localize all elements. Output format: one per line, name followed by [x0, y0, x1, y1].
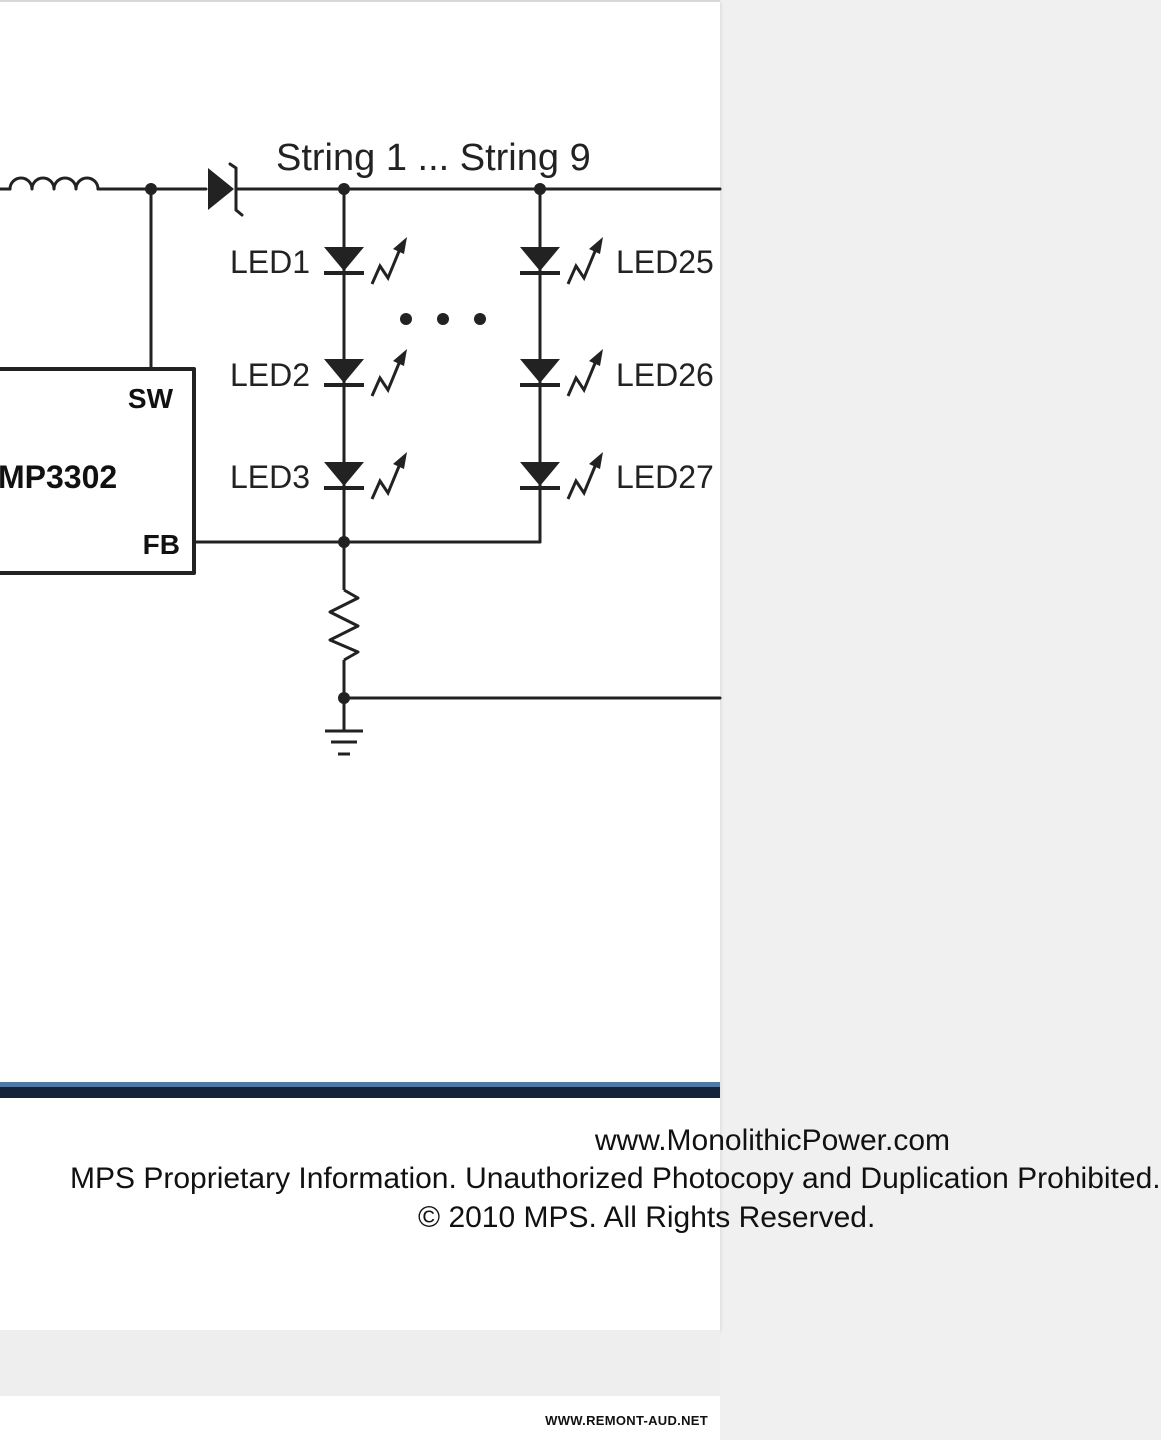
- schottky-diode-symbol: [208, 162, 244, 217]
- led-symbol: [324, 349, 407, 397]
- led-symbol: [520, 452, 603, 500]
- footer-copyright: © 2010 MPS. All Rights Reserved.: [418, 1201, 876, 1234]
- footer-website: www.MonolithicPower.com: [594, 1124, 950, 1157]
- inductor-symbol: [0, 176, 208, 191]
- document-page: String 1 ... String 9 LED1 LED2 LED3 LED…: [0, 0, 1161, 1330]
- string-range-label: String 1 ... String 9: [276, 137, 591, 179]
- resistor-symbol: [328, 588, 360, 662]
- watermark-text: WWW.REMONT-AUD.NET: [545, 1413, 708, 1428]
- sw-pin-label: SW: [128, 383, 174, 414]
- led-string-9: [520, 237, 603, 500]
- junction-dots: [145, 183, 546, 704]
- footer-divider-accent: [0, 1082, 720, 1087]
- led-label: LED3: [230, 459, 310, 495]
- ellipsis-dots: [400, 313, 486, 325]
- led-label: LED27: [616, 459, 714, 495]
- footer-divider-dark: [0, 1087, 720, 1098]
- viewer-bottom-bar: [0, 1396, 720, 1440]
- led-label: LED25: [616, 244, 714, 280]
- ic-name-label: MP3302: [0, 459, 117, 495]
- circuit-schematic: String 1 ... String 9 LED1 LED2 LED3 LED…: [0, 137, 722, 756]
- page-top-edge: [0, 0, 720, 2]
- ground-symbol: [325, 698, 363, 756]
- led-symbol: [324, 452, 407, 500]
- led-string-1: [324, 237, 407, 500]
- fb-pin-label: FB: [143, 529, 180, 560]
- led-label: LED2: [230, 357, 310, 393]
- led-label: LED1: [230, 244, 310, 280]
- footer-proprietary-notice: MPS Proprietary Information. Unauthorize…: [70, 1162, 1161, 1195]
- led-symbol: [520, 349, 603, 397]
- led-symbol: [324, 237, 407, 285]
- ic-body: [0, 367, 196, 575]
- viewer-gap: [0, 1330, 720, 1396]
- led-label: LED26: [616, 357, 714, 393]
- led-symbol: [520, 237, 603, 285]
